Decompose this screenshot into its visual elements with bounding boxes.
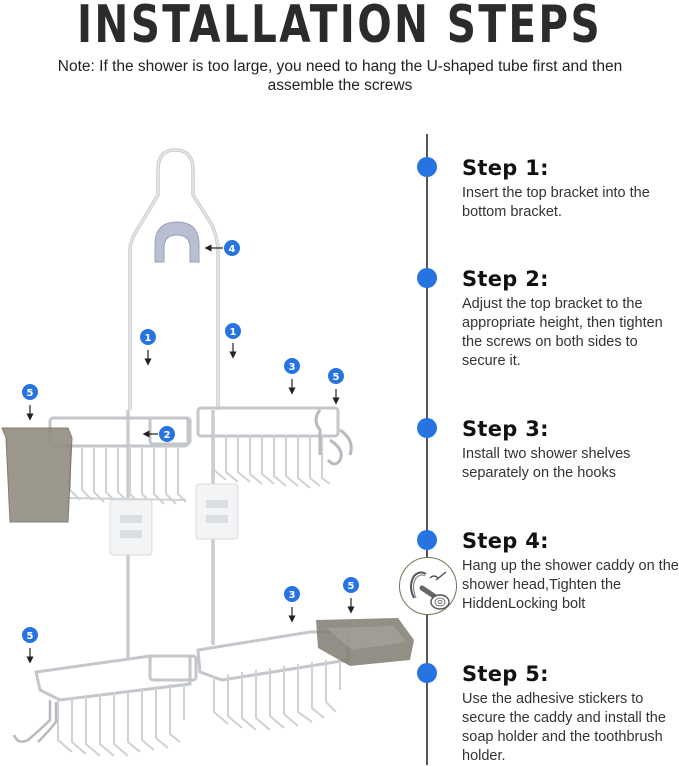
svg-text:5: 5 [27,388,34,399]
step-3-description: Install two shower shelves separately on… [462,446,631,481]
svg-text:5: 5 [333,372,340,383]
step-2-title: Step 2: [462,267,549,291]
adhesive-sticker [109,483,239,556]
svg-text:5: 5 [27,631,34,642]
svg-text:5: 5 [348,581,355,592]
installation-note: Note: If the shower is too large, you ne… [57,58,623,94]
svg-text:1: 1 [145,333,152,344]
step-4-description: Hang up the shower caddy on the shower h… [462,558,679,612]
step-1-description: Insert the top bracket into the bottom b… [462,185,650,220]
step-1: Step 1: Insert the top bracket into the … [462,155,679,222]
svg-text:3: 3 [289,590,296,601]
svg-text:3: 3 [289,362,296,373]
step-3-marker [417,418,437,438]
step-2-marker [417,268,437,288]
u-tube-clip [154,221,200,263]
soap-holder [316,618,414,666]
step-4-marker [417,530,437,550]
step-4: Step 4: Hang up the shower caddy on the … [462,528,679,614]
shower-head-icon [399,557,457,615]
svg-text:1: 1 [230,327,237,338]
step-5-title: Step 5: [462,662,549,686]
shower-caddy-illustration: 1 1 4 2 3 5 5 3 5 5 [1,148,414,757]
timeline-line [426,134,428,765]
step-1-marker [417,157,437,177]
step-5-marker [417,663,437,683]
step-1-title: Step 1: [462,156,549,180]
step-3: Step 3: Install two shower shelves separ… [462,416,679,483]
svg-text:2: 2 [164,430,171,441]
toothbrush-holder [1,427,73,523]
step-5-description: Use the adhesive stickers to secure the … [462,691,666,764]
step-4-title: Step 4: [462,529,549,553]
svg-text:4: 4 [229,244,236,255]
step-2: Step 2: Adjust the top bracket to the ap… [462,266,679,371]
callout-badges: 1 1 4 2 3 5 5 3 5 5 [22,240,359,643]
step-2-description: Adjust the top bracket to the appropriat… [462,296,663,369]
page-title: INSTALLATION STEPS [76,0,603,55]
step-5: Step 5: Use the adhesive stickers to sec… [462,661,679,766]
step-3-title: Step 3: [462,417,549,441]
